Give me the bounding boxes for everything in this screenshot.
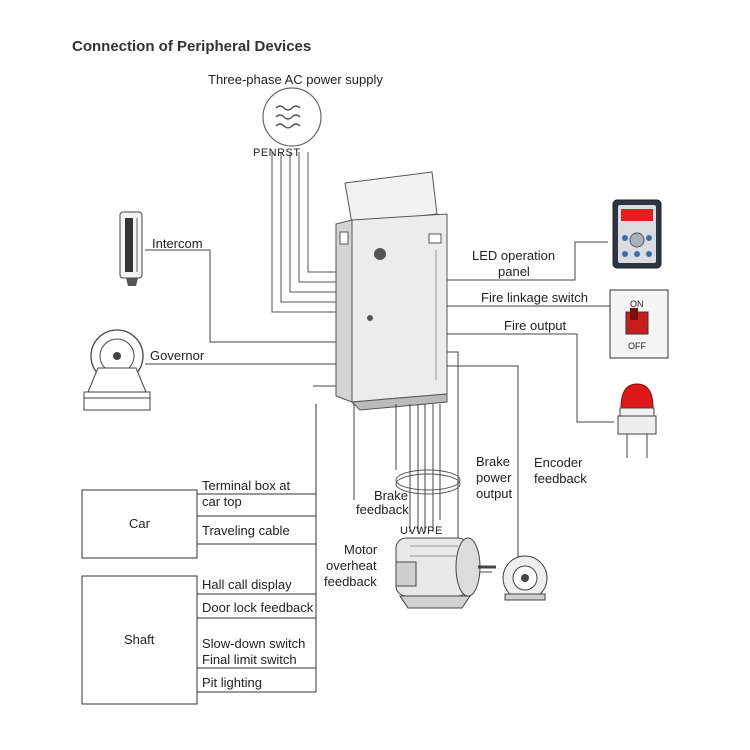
power-terminals-label: PENRST [253,147,301,159]
power-supply-label: Three-phase AC power supply [208,72,383,87]
shaft-item-3: Slow-down switch [202,636,306,651]
car-item-3: Traveling cable [202,523,290,538]
car-item-2: car top [202,494,242,509]
fire-output-label: Fire output [504,318,567,333]
fire-switch-device [609,289,669,359]
led-panel-device [612,199,662,269]
car-box [81,404,317,559]
switch-off-label: OFF [628,341,646,351]
brake-feedback-label-1: Brake [374,488,408,503]
encoder-device [502,555,548,601]
governor-device [83,329,151,411]
shaft-item-4: Final limit switch [202,652,297,667]
shaft-box [81,544,317,705]
overheat-label-2: overheat [326,558,377,573]
brake-coil-symbol [395,469,461,491]
governor-label: Governor [150,348,205,363]
motor-terminals-label: UVWPE [400,525,443,537]
shaft-label: Shaft [124,632,155,647]
power-supply-symbol [262,87,322,147]
led-panel-wire [447,241,608,281]
shaft-item-2: Door lock feedback [202,600,314,615]
brake-power-label-3: output [476,486,513,501]
motor-wires [313,351,519,573]
intercom-device [119,211,143,286]
brake-power-label-1: Brake [476,454,510,469]
fire-output-wire [447,333,614,423]
brake-feedback-label-2: feedback [356,502,409,517]
control-cabinet [335,171,448,411]
switch-on-label: ON [630,299,644,309]
intercom-label: Intercom [152,236,203,251]
led-panel-label-1: LED operation [472,248,556,263]
overheat-label-3: feedback [324,574,377,589]
power-wires [271,152,336,313]
car-label: Car [129,516,150,531]
car-item-1: Terminal box at [202,478,291,493]
fire-linkage-label: Fire linkage switch [481,290,588,305]
fire-beacon-device [617,383,657,458]
shaft-item-5: Pit lighting [202,675,262,690]
overheat-label-1: Motor [344,542,378,557]
encoder-label-2: feedback [534,471,587,486]
diagram-title: Connection of Peripheral Devices [72,38,312,55]
brake-power-label-2: power [476,470,512,485]
led-panel-label-2: panel [498,264,530,279]
intercom-wire [145,249,336,343]
encoder-label-1: Encoder [534,455,583,470]
shaft-item-1: Hall call display [202,577,292,592]
motor-device [395,537,496,609]
